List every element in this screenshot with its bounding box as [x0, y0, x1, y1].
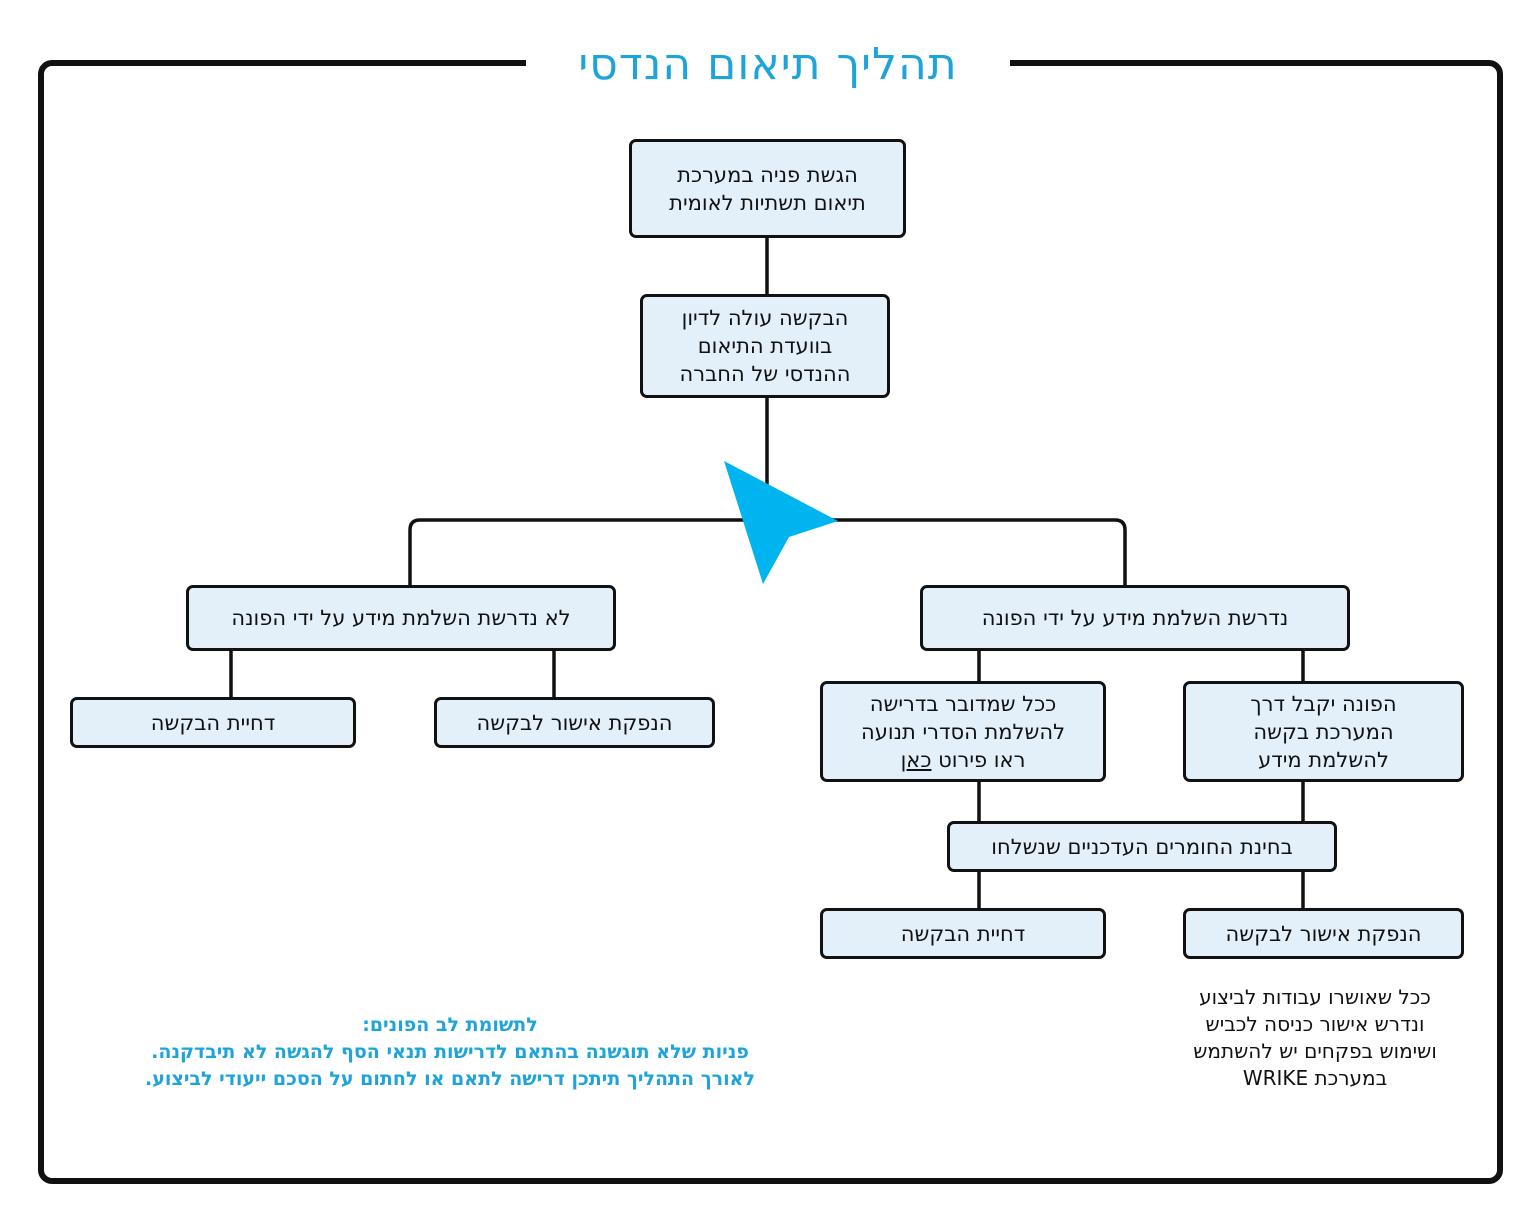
committee-review-box: הבקשה עולה לדיון בוועדת התיאום ההנדסי של…	[640, 294, 890, 398]
traffic-arrangements-box: ככל שמדובר בדרישה להשלמת הסדרי תנועה ראו…	[820, 681, 1106, 782]
submit-request-text: הגשת פניה במערכת תיאום תשתיות לאומית	[669, 162, 866, 215]
info-required-box: נדרשת השלמת מידע על ידי הפונה	[920, 585, 1350, 651]
traffic-arrangements-lines: ככל שמדובר בדרישה להשלמת הסדרי תנועה ראו…	[860, 691, 1066, 772]
attention-note: לתשומת לב הפונים: פניות שלא תוגשנה בהתאם…	[145, 1014, 755, 1090]
receive-info-request-text: הפונה יקבל דרך המערכת בקשה להשלמת מידע	[1250, 691, 1397, 772]
approve-request-right-box: הנפקת אישור לבקשה	[1183, 908, 1464, 959]
cursor-arrow-icon	[724, 461, 838, 584]
no-info-required-box: לא נדרשת השלמת מידע על ידי הפונה	[186, 585, 616, 651]
approve-request-left-text: הנפקת אישור לבקשה	[476, 710, 673, 735]
committee-review-text: הבקשה עולה לדיון בוועדת התיאום ההנדסי של…	[679, 306, 851, 386]
details-here-link[interactable]: כאן	[900, 747, 932, 772]
reject-request-right-box: דחיית הבקשה	[820, 908, 1106, 959]
traffic-arrangements-text: ככל שמדובר בדרישה להשלמת הסדרי תנועה ראו…	[861, 690, 1065, 774]
reject-request-left-box: דחיית הבקשה	[70, 697, 356, 748]
receive-info-request-box: הפונה יקבל דרך המערכת בקשה להשלמת מידע	[1183, 681, 1464, 782]
review-materials-text: בחינת החומרים העדכניים שנשלחו	[991, 834, 1293, 859]
approve-request-right-text: הנפקת אישור לבקשה	[1225, 921, 1422, 946]
no-info-required-text: לא נדרשת השלמת מידע על ידי הפונה	[231, 606, 571, 630]
info-required-text: נדרשת השלמת מידע על ידי הפונה	[981, 606, 1289, 630]
approve-request-left-box: הנפקת אישור לבקשה	[434, 697, 715, 748]
reject-request-right-text: דחיית הבקשה	[900, 921, 1026, 946]
page-title: תהליך תיאום הנדסי	[526, 30, 1010, 100]
reject-request-left-text: דחיית הבקשה	[150, 710, 276, 735]
wrike-note: ככל שאושרו עבודות לביצוע ונדרש אישור כני…	[1193, 985, 1437, 1090]
review-materials-box: בחינת החומרים העדכניים שנשלחו	[947, 821, 1337, 872]
submit-request-box: הגשת פניה במערכת תיאום תשתיות לאומית	[629, 139, 906, 238]
